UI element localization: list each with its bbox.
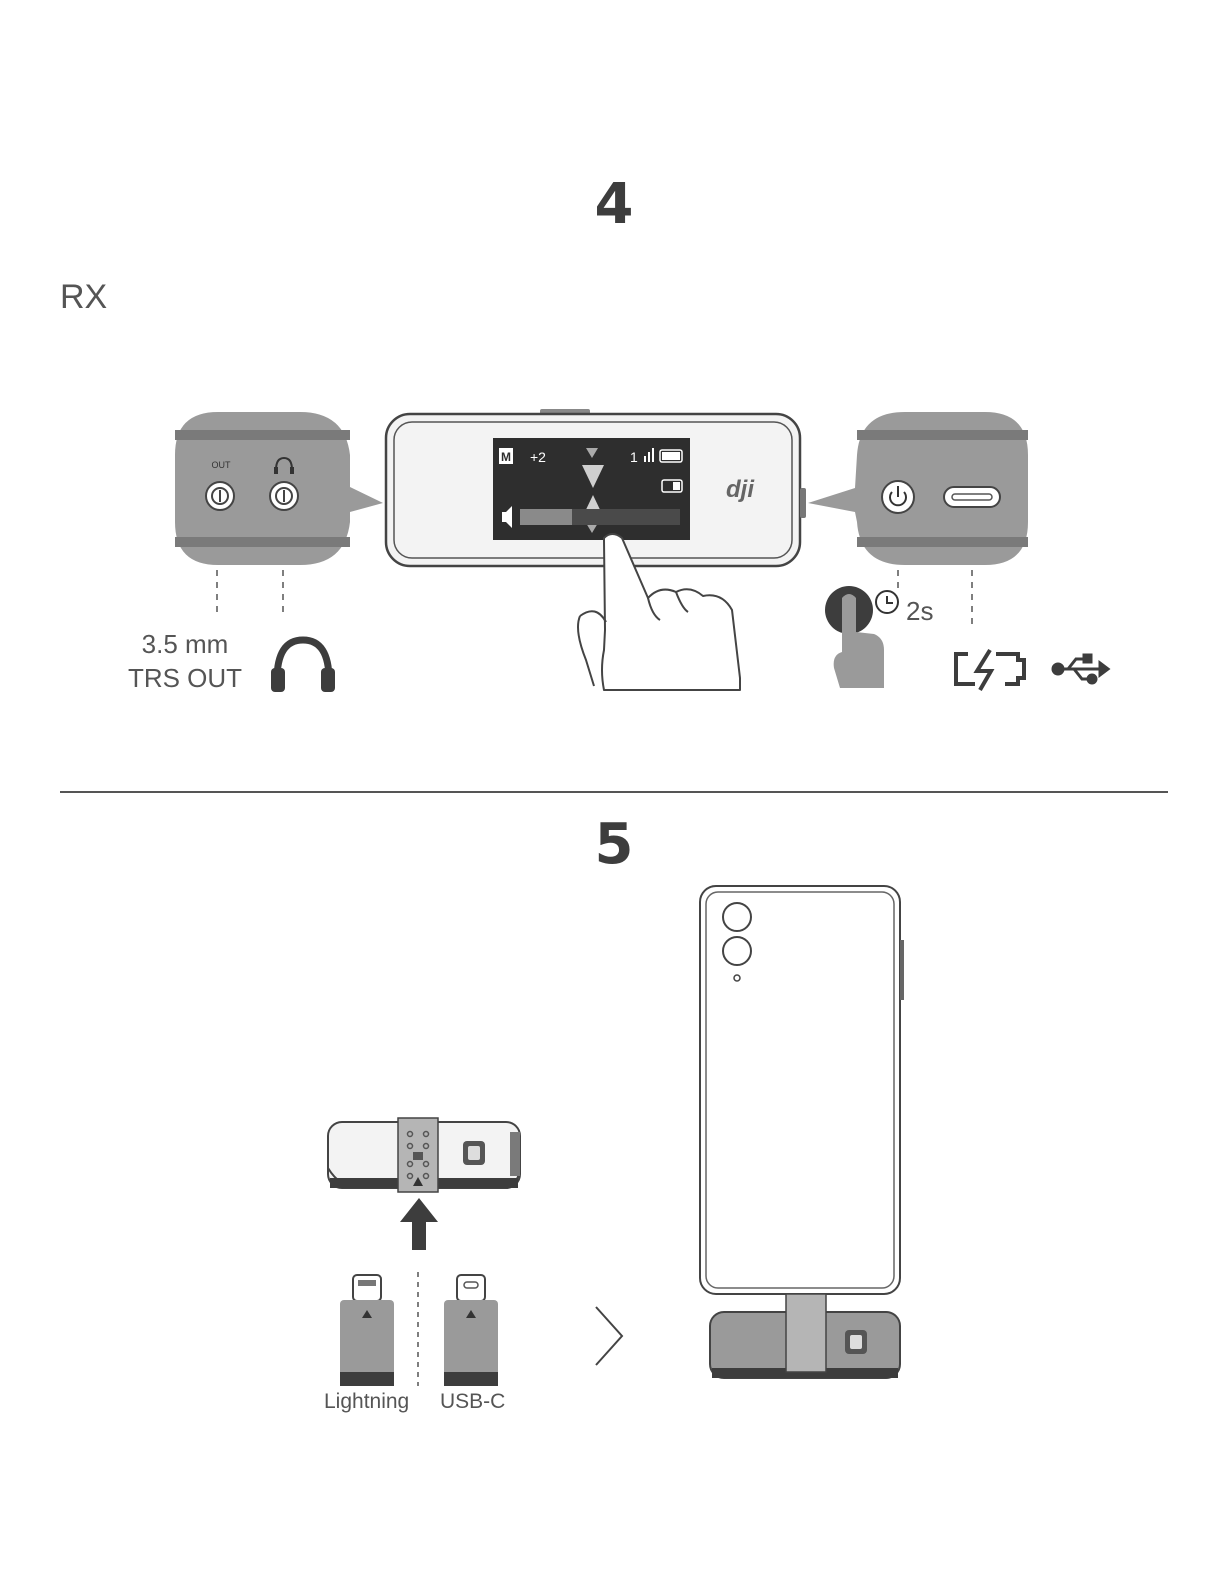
port-out-text: OUT bbox=[212, 460, 232, 470]
left-port-zoom: OUT bbox=[175, 412, 383, 565]
rx-receiver: M +2 1 dji bbox=[386, 409, 806, 566]
attached-receiver bbox=[710, 1294, 900, 1378]
right-port-zoom bbox=[808, 412, 1028, 565]
usb-icon bbox=[1053, 655, 1108, 683]
rx-screen[interactable]: M +2 1 bbox=[493, 438, 690, 540]
usb-c-adapter[interactable] bbox=[444, 1275, 498, 1386]
dji-logo: dji bbox=[726, 476, 755, 503]
signal-channel: 1 bbox=[630, 449, 638, 465]
lightning-adapter[interactable] bbox=[340, 1275, 394, 1386]
headphones-icon bbox=[271, 640, 335, 692]
mode-badge: M bbox=[501, 450, 511, 464]
gain-value: +2 bbox=[530, 449, 546, 465]
volume-level bbox=[520, 509, 572, 525]
phone-icon bbox=[700, 886, 904, 1294]
charging-battery-icon bbox=[956, 650, 1024, 690]
arrow-up-icon bbox=[400, 1198, 438, 1250]
chevron-right-icon bbox=[596, 1307, 622, 1365]
clock-icon bbox=[876, 591, 898, 613]
receiver-bottom-view bbox=[328, 1118, 520, 1192]
